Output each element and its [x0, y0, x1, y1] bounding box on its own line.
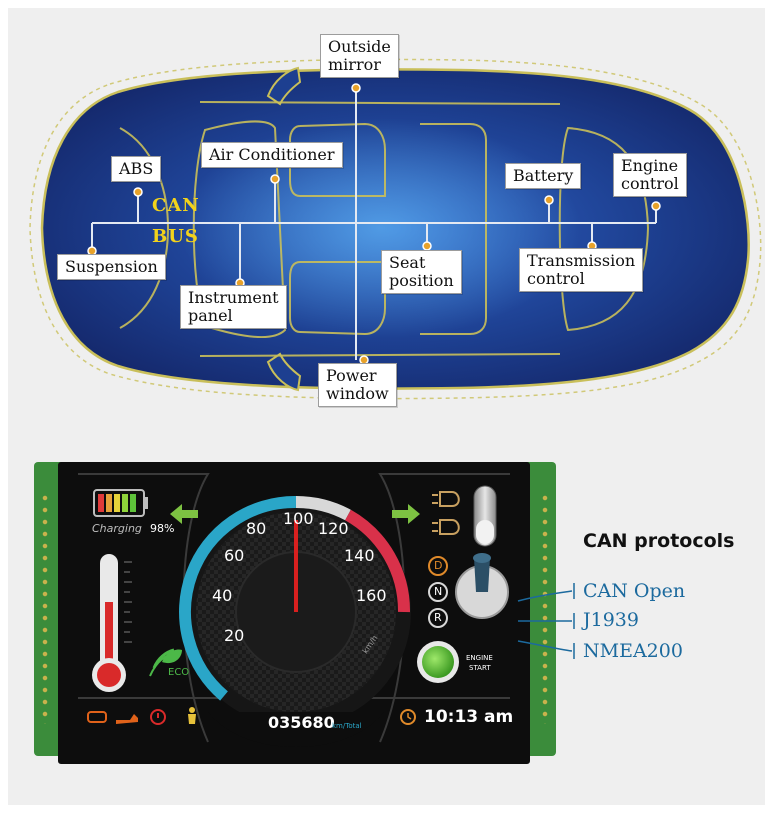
gear-d-label: D: [434, 559, 443, 572]
gear-d-indicator: [428, 556, 448, 576]
eco-label: ECO: [168, 667, 190, 678]
warning-icons-row: [87, 707, 196, 725]
node-dot-abs: [133, 187, 143, 197]
cabin-glow: [180, 118, 580, 338]
gear-n-indicator: [428, 582, 448, 602]
rear-bench: [420, 123, 487, 335]
speed-gauge: [179, 495, 411, 747]
pcb-pins-left: [40, 492, 50, 724]
can-bus-label-line2: BUS: [152, 226, 199, 247]
car-outline-dashed: [29, 58, 762, 400]
battery-percent: 98%: [150, 522, 175, 535]
gauge-blue-arc: [179, 495, 297, 701]
odometer: 035680: [268, 713, 335, 732]
tick-160: 160: [356, 586, 387, 605]
label-abs: ABS: [111, 156, 162, 182]
headlight-icons: [432, 491, 460, 535]
eco-leaf-icon: [149, 648, 182, 677]
label-air-conditioner: Air Conditioner: [201, 142, 343, 168]
gear-r-label: R: [434, 611, 442, 624]
node-dot-aircon: [270, 174, 280, 184]
right-arrow-icon: [392, 504, 420, 524]
front-seat-bottom: [289, 261, 386, 336]
tick-120: 120: [318, 519, 349, 538]
engine-start-label-line1: ENGINE: [466, 654, 493, 662]
node-dot-mirror: [351, 83, 361, 93]
label-instrument-panel: Instrument panel: [180, 285, 287, 329]
label-engine-control: Engine control: [613, 153, 687, 197]
tick-80: 80: [246, 519, 267, 538]
tick-140: 140: [344, 546, 375, 565]
front-hood-line: [119, 127, 170, 329]
odometer-unit: km/Total: [332, 722, 362, 730]
label-seat-position: Seat position: [381, 250, 462, 294]
protocol-j1939: J1939: [583, 609, 639, 631]
tick-100: 100: [283, 509, 314, 528]
protocol-can-open: CAN Open: [583, 580, 686, 602]
can-bus-label-line1: CAN: [152, 195, 200, 216]
mirror-top: [266, 66, 302, 106]
gauge-red-arc: [344, 509, 411, 613]
mirror-bottom: [266, 352, 302, 392]
gear-lever: [474, 558, 490, 592]
label-transmission-control: Transmission control: [519, 248, 644, 292]
gear-r-indicator: [428, 608, 448, 628]
tick-60: 60: [224, 546, 245, 565]
dashboard-graphics: [78, 473, 510, 747]
door-line-bottom: [199, 353, 561, 357]
battery-icon: [93, 489, 148, 517]
left-arrow-icon: [170, 504, 198, 524]
pcb-pins-right: [540, 492, 550, 724]
label-battery: Battery: [505, 163, 582, 189]
tick-40: 40: [212, 586, 233, 605]
node-dot-seat: [422, 241, 432, 251]
protocol-nmea200: NMEA200: [583, 640, 683, 662]
clock-icon: [400, 709, 416, 725]
gear-n-label: N: [434, 585, 443, 598]
protocols-title: CAN protocols: [583, 530, 735, 552]
battery-status-label: Charging: [92, 522, 142, 535]
windshield: [192, 120, 287, 338]
engine-start-label-line2: START: [469, 664, 491, 672]
label-suspension: Suspension: [57, 254, 166, 280]
front-seat-top: [289, 122, 386, 197]
label-power-window: Power window: [318, 363, 397, 407]
clock-time: 10:13 am: [424, 707, 514, 727]
thermometer-icon: [92, 554, 132, 692]
label-outside-mirror: Outside mirror: [320, 34, 399, 78]
tick-20: 20: [224, 626, 245, 645]
protocol-connectors: [517, 583, 575, 659]
node-dot-engine: [651, 201, 661, 211]
gauge-white-arc: [295, 495, 351, 521]
door-line-top: [199, 101, 561, 105]
node-dot-battery: [544, 195, 554, 205]
engine-start-button: [422, 646, 454, 678]
